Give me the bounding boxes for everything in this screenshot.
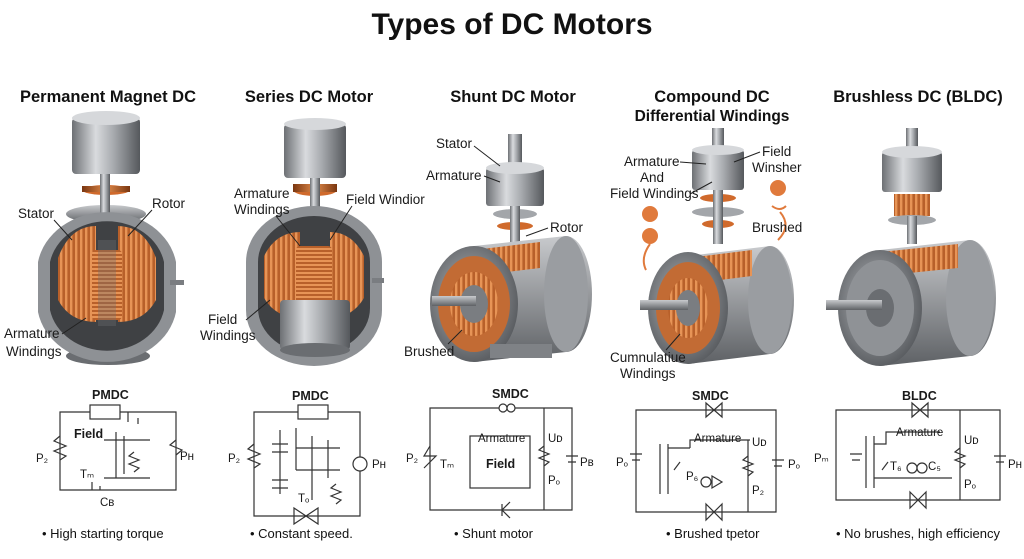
series-leader-field-windings — [245, 299, 271, 321]
compound-motor-illustration — [640, 128, 794, 364]
bldc-circuit-ud: Uᴅ — [964, 435, 979, 447]
pmdc-label-windings: Windings — [6, 344, 62, 359]
pmdc-circuit-cb: Cʙ — [100, 497, 114, 509]
series-leader-field — [329, 205, 353, 241]
shunt-circuit-ud: Uᴅ — [548, 433, 563, 445]
shunt-leader-armature — [483, 175, 501, 183]
shunt-circuit-po: Pₒ — [548, 475, 561, 487]
compound-circuit-p2: P₂ — [752, 485, 764, 497]
shunt-label-stator: Stator — [436, 136, 473, 151]
series-circuit-ph: Pʜ — [372, 459, 386, 471]
bldc-motor-illustration — [826, 128, 996, 366]
bldc-circuit-ph: Pʜ — [1008, 459, 1022, 471]
series-leader-armature — [275, 215, 301, 247]
pmdc-label-stator: Stator — [18, 206, 55, 221]
pmdc-bullet: • High starting torque — [42, 526, 164, 541]
compound-circuit-po-right: Pₒ — [788, 459, 801, 471]
bldc-bullet: • No brushes, high efficiency — [836, 526, 1001, 541]
shunt-circuit-field: Field — [486, 457, 515, 471]
series-label-field: Field — [208, 312, 237, 327]
shunt-label-armature: Armature — [426, 168, 482, 183]
compound-circuit-armature: Armature — [694, 433, 741, 445]
shunt-leader-stator — [473, 145, 501, 167]
pmdc-leader-armature — [61, 317, 87, 335]
shunt-circuit-tm: Tₘ — [440, 459, 454, 471]
page-title: Types of DC Motors — [371, 8, 653, 41]
shunt-circuit-pb: Pʙ — [580, 457, 594, 469]
series-circuit — [246, 404, 368, 526]
series-motor-illustration — [246, 118, 384, 366]
column-title-bldc: Brushless DC (BLDC) — [833, 88, 1003, 106]
pmdc-circuit — [52, 404, 184, 491]
compound-label-brushed: Brushed — [752, 220, 802, 235]
shunt-bullet: • Shunt motor — [454, 526, 533, 541]
column-title-compound-line1: Compound DC — [654, 88, 770, 106]
compound-circuit-p6: P₆ — [686, 471, 699, 483]
compound-label-field: Field — [762, 144, 791, 159]
compound-circuit-po: Pₒ — [616, 457, 629, 469]
column-title-pmdc: Permanent Magnet DC — [19, 88, 197, 106]
compound-circuit — [630, 401, 784, 522]
compound-label-cumnulatiue: Cumnulatiue — [610, 350, 686, 365]
shunt-circuit-title: SMDC — [492, 387, 529, 401]
compound-leader-field — [689, 181, 713, 195]
shunt-leader-brushed — [447, 329, 463, 345]
bldc-circuit-t6: T₆ — [890, 461, 902, 473]
series-circuit-title: PMDC — [292, 389, 329, 403]
shunt-motor-illustration — [430, 134, 592, 362]
pmdc-circuit-p2: P₂ — [36, 453, 48, 465]
shunt-label-rotor: Rotor — [550, 220, 584, 235]
series-circuit-to: Tₒ — [298, 493, 310, 505]
bldc-circuit-title: BLDC — [902, 389, 937, 403]
compound-label-and: And — [640, 170, 664, 185]
column-title-shunt: Shunt DC Motor — [450, 88, 576, 106]
shunt-circuit-p2: P₂ — [406, 453, 418, 465]
compound-leader-cumnulatiue — [665, 333, 681, 351]
compound-label-windings: Windings — [620, 366, 676, 381]
column-title-series: Series DC Motor — [244, 88, 374, 106]
series-bullet: • Constant speed. — [250, 526, 353, 541]
shunt-circuit — [422, 403, 578, 519]
compound-leader-winsher — [733, 151, 761, 163]
pmdc-motor-illustration — [38, 111, 184, 365]
series-label-field-windior: Field Windior — [346, 192, 425, 207]
pmdc-leader-rotor — [127, 209, 153, 237]
pmdc-circuit-title: PMDC — [92, 388, 129, 402]
shunt-label-brushed: Brushed — [404, 344, 454, 359]
bldc-circuit-c5: C₅ — [928, 461, 941, 473]
series-circuit-p2: P₂ — [228, 453, 240, 465]
compound-circuit-ud: Uᴅ — [752, 437, 767, 449]
series-label-windings: Windings — [234, 202, 290, 217]
series-label-field-windings: Windings — [200, 328, 256, 343]
column-title-compound-line2: Differential Windings — [634, 108, 790, 125]
series-label-armature: Armature — [234, 186, 290, 201]
compound-leader-armature — [679, 161, 707, 165]
pmdc-circuit-ph: Pʜ — [180, 451, 194, 463]
pmdc-circuit-field: Field — [74, 427, 103, 441]
compound-label-winsher: Winsher — [752, 160, 802, 175]
compound-bullet: • Brushed tpetor — [666, 526, 760, 541]
compound-label-field-windings: Field Windings — [610, 186, 699, 201]
shunt-circuit-armature: Armature — [478, 433, 525, 445]
compound-label-armature: Armature — [624, 154, 680, 169]
bldc-circuit-armature: Armature — [896, 427, 943, 439]
pmdc-circuit-tm: Tₘ — [80, 469, 94, 481]
pmdc-label-rotor: Rotor — [152, 196, 186, 211]
bldc-circuit-pm: Pₘ — [814, 453, 829, 465]
bldc-circuit — [835, 401, 1006, 510]
pmdc-label-armature: Armature — [4, 326, 60, 341]
compound-circuit-title: SMDC — [692, 389, 729, 403]
bldc-circuit-po: Pₒ — [964, 479, 977, 491]
pmdc-leader-stator — [53, 219, 73, 241]
shunt-leader-rotor — [525, 227, 549, 237]
